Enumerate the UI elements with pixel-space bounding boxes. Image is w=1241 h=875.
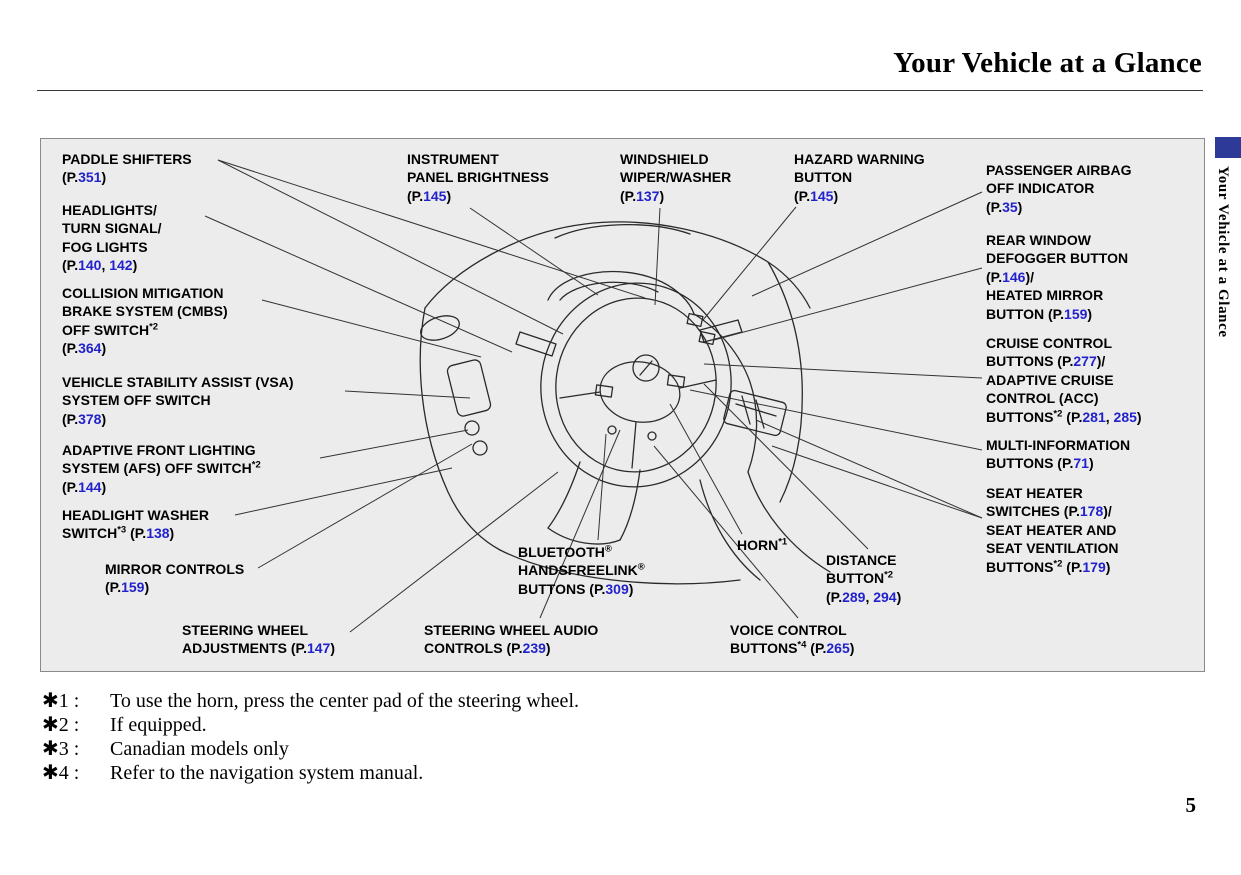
footnote-marker: ✱3 : bbox=[42, 738, 80, 760]
footnote-text: Refer to the navigation system manual. bbox=[110, 762, 424, 784]
callout-paddle-shifters: PADDLE SHIFTERS(P.351) bbox=[62, 151, 192, 186]
footnote-1: ✱1 : To use the horn, press the center p… bbox=[42, 688, 579, 712]
section-tab-label: Your Vehicle at a Glance bbox=[1215, 166, 1231, 338]
footnote-marker: ✱2 : bbox=[42, 714, 80, 736]
page-title: Your Vehicle at a Glance bbox=[893, 47, 1202, 79]
footnotes: ✱1 : To use the horn, press the center p… bbox=[42, 688, 579, 784]
footnote-text: If equipped. bbox=[110, 714, 207, 736]
footnote-marker: ✱4 : bbox=[42, 762, 80, 784]
callout-horn: HORN*1 bbox=[737, 536, 788, 553]
callout-bluetooth-handsfreelink: BLUETOOTH®HANDSFREELINK®BUTTONS (P.309) bbox=[518, 543, 645, 597]
footnote-text: To use the horn, press the center pad of… bbox=[110, 690, 579, 712]
page-number: 5 bbox=[1185, 793, 1197, 817]
title-rule bbox=[37, 90, 1203, 91]
footnote-marker: ✱1 : bbox=[42, 690, 80, 712]
footnote-4: ✱4 : Refer to the navigation system manu… bbox=[42, 760, 579, 784]
callout-headlights-turn-signal-fog: HEADLIGHTS/TURN SIGNAL/FOG LIGHTS(P.140,… bbox=[62, 202, 162, 274]
callout-mirror-controls: MIRROR CONTROLS(P.159) bbox=[105, 561, 245, 596]
callout-vsa-off-switch: VEHICLE STABILITY ASSIST (VSA)SYSTEM OFF… bbox=[62, 374, 294, 427]
footnote-2: ✱2 : If equipped. bbox=[42, 712, 579, 736]
footnote-text: Canadian models only bbox=[110, 738, 289, 760]
section-tab-color-block bbox=[1215, 137, 1241, 158]
footnote-3: ✱3 : Canadian models only bbox=[42, 736, 579, 760]
